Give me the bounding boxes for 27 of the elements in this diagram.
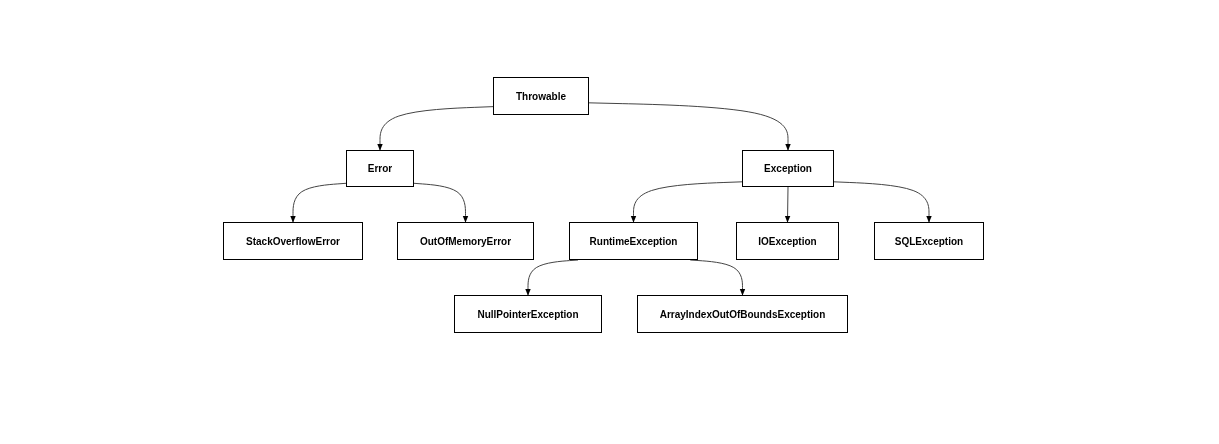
class-name: OutOfMemoryError [419, 235, 512, 247]
class-name: ArrayIndexOutOfBoundsException [659, 308, 826, 320]
class-box [569, 222, 698, 260]
arrow [833, 181, 932, 223]
arrow [784, 186, 791, 223]
class-name: Error [367, 163, 393, 174]
class-box [637, 295, 848, 333]
class-name: SQLException [894, 235, 964, 247]
class-name: Throwable [516, 90, 566, 102]
arrow [413, 182, 469, 223]
arrow [377, 106, 494, 151]
arrow [290, 182, 347, 223]
class-box [454, 295, 602, 333]
class-name: IOException [758, 235, 817, 247]
class-box [742, 150, 834, 187]
arrow [630, 181, 743, 223]
class-box [736, 222, 839, 260]
class-name: StackOverflowError [246, 235, 340, 247]
class-box [874, 222, 984, 260]
class-name: Exception [764, 163, 812, 174]
class-box [223, 222, 363, 260]
class-box [346, 150, 414, 187]
class-box [397, 222, 534, 260]
arrow [588, 102, 791, 151]
class-name: NullPointerException [477, 308, 579, 320]
class-box [493, 77, 589, 115]
class-name: RuntimeException [589, 235, 678, 247]
